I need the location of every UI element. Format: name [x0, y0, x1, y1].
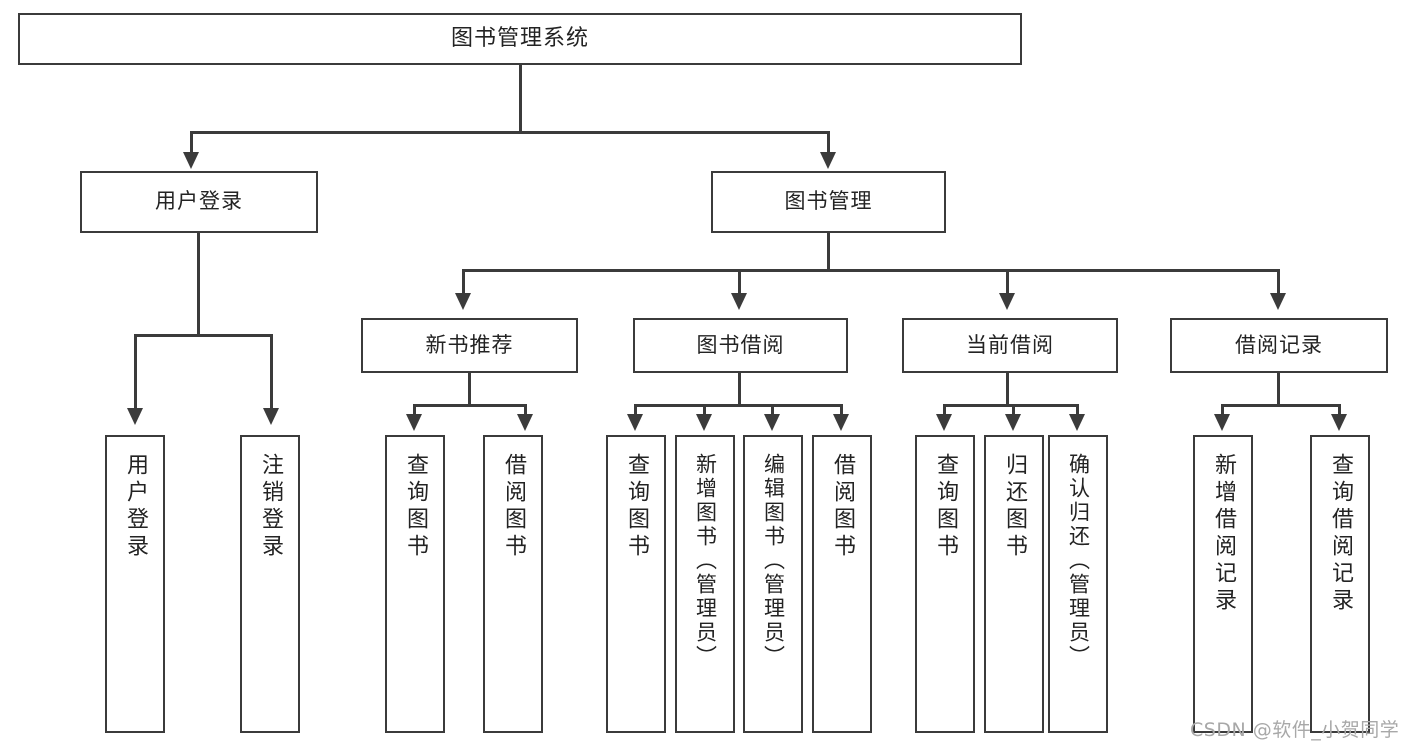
arrow-to-current-borrow [999, 293, 1015, 310]
node-label: 新书推荐 [425, 332, 514, 357]
node-leaf-user-login[interactable]: 用户登录 [105, 435, 165, 733]
node-leaf-add-book[interactable]: 新增图书（管理员） [675, 435, 735, 733]
node-label: 查询图书 [933, 453, 958, 561]
arrow-to-leaf-borrow-book-2 [833, 414, 849, 431]
arrow-to-leaf-user-logout [263, 408, 279, 425]
node-leaf-borrow-book-2[interactable]: 借阅图书 [812, 435, 872, 733]
arrow-to-leaf-user-login [127, 408, 143, 425]
arrow-to-leaf-add-book [696, 414, 712, 431]
node-label: 图书管理 [784, 189, 873, 214]
edge-current-borrow-bus [943, 404, 1077, 407]
arrow-to-user-login [183, 152, 199, 169]
arrow-to-new-book-rec [455, 293, 471, 310]
node-leaf-borrow-book-1[interactable]: 借阅图书 [483, 435, 543, 733]
node-label: 图书借阅 [696, 332, 785, 357]
node-current-borrow[interactable]: 当前借阅 [902, 318, 1118, 373]
edge-user-login-bus [134, 334, 273, 337]
node-user-login[interactable]: 用户登录 [80, 171, 318, 233]
node-leaf-return-book[interactable]: 归还图书 [984, 435, 1044, 733]
node-label: 查询借阅记录 [1328, 453, 1353, 615]
node-label: 借阅图书 [501, 453, 526, 561]
node-leaf-query-book-3[interactable]: 查询图书 [915, 435, 975, 733]
node-label: 用户登录 [123, 453, 148, 561]
edge-user-login-stem [197, 233, 200, 336]
node-leaf-user-logout[interactable]: 注销登录 [240, 435, 300, 733]
edge-borrow-record-bus [1221, 404, 1341, 407]
arrow-to-leaf-query-book-1 [406, 414, 422, 431]
edge-root-bus [190, 131, 830, 134]
edge-user-login-to-leaf-1 [134, 334, 137, 412]
arrow-to-book-manage [820, 152, 836, 169]
csdn-watermark: CSDN @软件_小贺同学 [1190, 719, 1400, 741]
node-leaf-query-record[interactable]: 查询借阅记录 [1310, 435, 1370, 733]
edge-borrow-record-stem [1277, 373, 1280, 406]
arrow-to-leaf-add-record [1214, 414, 1230, 431]
edge-current-borrow-drop-2 [1012, 404, 1015, 418]
node-leaf-query-book-2[interactable]: 查询图书 [606, 435, 666, 733]
edge-current-borrow-drop-3 [1076, 404, 1079, 418]
edge-book-borrow-drop-4 [840, 404, 843, 418]
node-label: 编辑图书（管理员） [761, 453, 786, 669]
edge-new-book-rec-stem [468, 373, 471, 406]
arrow-to-leaf-query-book-3 [936, 414, 952, 431]
arrow-to-leaf-edit-book [764, 414, 780, 431]
node-label: 图书管理系统 [450, 25, 589, 51]
node-label: 查询图书 [403, 453, 428, 561]
edge-book-borrow-drop-3 [771, 404, 774, 418]
node-label: 查询图书 [624, 453, 649, 561]
edge-borrow-record-drop-2 [1338, 404, 1341, 418]
edge-book-manage-stem [827, 233, 830, 271]
edge-book-borrow-bus [634, 404, 841, 407]
edge-book-borrow-drop-1 [634, 404, 637, 418]
edge-current-borrow-drop-1 [943, 404, 946, 418]
node-leaf-edit-book[interactable]: 编辑图书（管理员） [743, 435, 803, 733]
node-label: 当前借阅 [966, 332, 1054, 357]
edge-current-borrow-stem [1006, 373, 1009, 406]
node-label: 借阅图书 [830, 453, 855, 561]
node-root-book-management-system[interactable]: 图书管理系统 [18, 13, 1022, 65]
edge-to-book-borrow [738, 269, 741, 297]
node-borrow-record[interactable]: 借阅记录 [1170, 318, 1388, 373]
node-label: 新增借阅记录 [1211, 453, 1236, 615]
node-label: 确认归还（管理员） [1066, 453, 1091, 669]
arrow-to-borrow-record [1270, 293, 1286, 310]
edge-to-borrow-record [1277, 269, 1280, 297]
node-label: 用户登录 [155, 189, 243, 214]
edge-new-book-rec-drop-2 [524, 404, 527, 418]
node-label: 新增图书（管理员） [693, 453, 718, 669]
edge-root-stem [519, 65, 522, 133]
arrow-to-leaf-query-record [1331, 414, 1347, 431]
node-label: 归还图书 [1002, 453, 1027, 561]
edge-root-to-user-login [190, 131, 193, 156]
edge-new-book-rec-drop-1 [413, 404, 416, 418]
arrow-to-leaf-return-book [1005, 414, 1021, 431]
node-leaf-confirm-return[interactable]: 确认归还（管理员） [1048, 435, 1108, 733]
node-book-borrow[interactable]: 图书借阅 [633, 318, 848, 373]
arrow-to-leaf-borrow-book-1 [517, 414, 533, 431]
node-book-manage[interactable]: 图书管理 [711, 171, 946, 233]
node-leaf-add-record[interactable]: 新增借阅记录 [1193, 435, 1253, 733]
arrow-to-book-borrow [731, 293, 747, 310]
node-label: 借阅记录 [1235, 332, 1323, 357]
edge-to-new-book-rec [462, 269, 465, 297]
node-label: 注销登录 [258, 453, 283, 561]
edge-user-login-to-leaf-2 [270, 334, 273, 412]
edge-to-current-borrow [1006, 269, 1009, 297]
node-new-book-rec[interactable]: 新书推荐 [361, 318, 578, 373]
edge-new-book-rec-bus [413, 404, 527, 407]
edge-root-to-book-manage [827, 131, 830, 156]
edge-book-borrow-drop-2 [703, 404, 706, 418]
arrow-to-leaf-confirm-return [1069, 414, 1085, 431]
arrow-to-leaf-query-book-2 [627, 414, 643, 431]
edge-book-borrow-stem [738, 373, 741, 406]
edge-borrow-record-drop-1 [1221, 404, 1224, 418]
edge-book-manage-bus [462, 269, 1280, 272]
node-leaf-query-book-1[interactable]: 查询图书 [385, 435, 445, 733]
